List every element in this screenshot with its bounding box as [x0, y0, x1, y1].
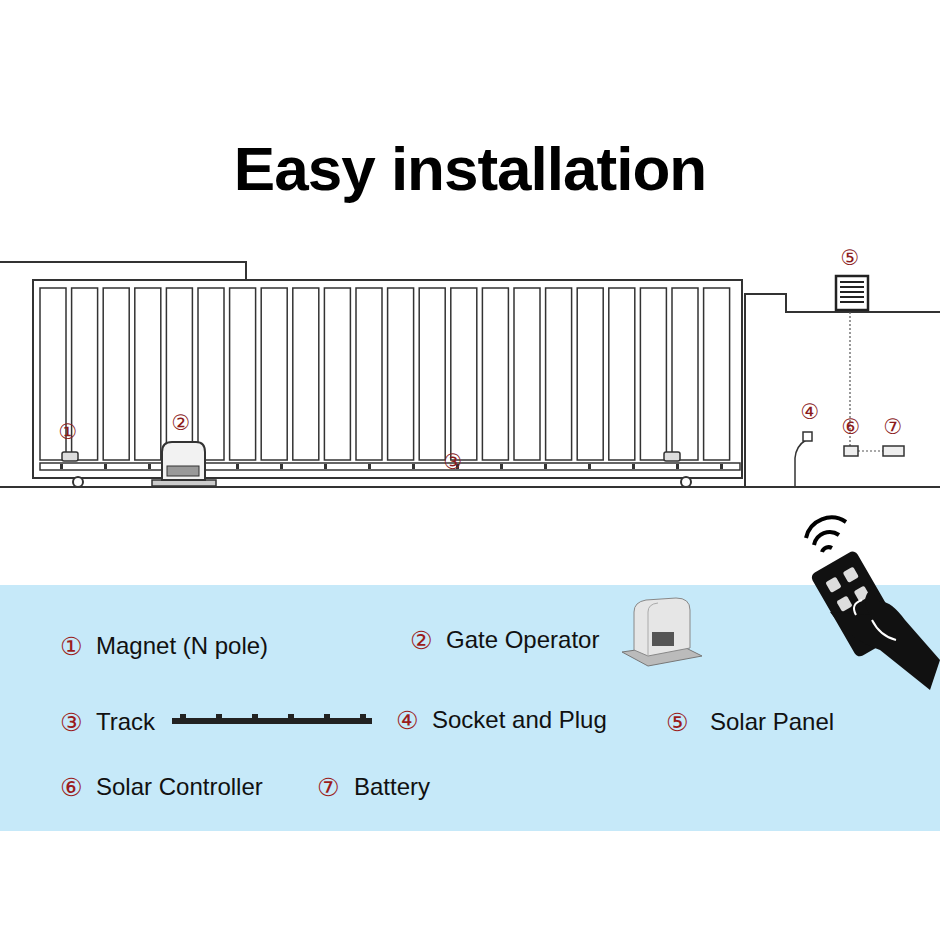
gate-wheel [73, 477, 83, 487]
gate-panel [166, 288, 192, 460]
track-tooth [288, 714, 294, 719]
socket-cable [795, 440, 806, 487]
part-name: Track [96, 710, 155, 734]
callout-number: ⑤ [841, 248, 860, 269]
track-tooth [180, 714, 186, 719]
part-name: Solar Controller [96, 775, 263, 799]
track-tooth [216, 714, 222, 719]
gate-panel [198, 288, 224, 460]
gate-operator [152, 442, 216, 486]
gate-panels [40, 288, 730, 460]
part-name: Solar Panel [710, 710, 834, 734]
gate-panel [230, 288, 256, 460]
track-tooth [280, 464, 283, 469]
track-tooth [252, 714, 258, 719]
operator-picture [622, 598, 702, 666]
track-tooth [676, 464, 679, 469]
track-tooth [412, 464, 415, 469]
legend-band [0, 585, 940, 831]
left-wall [0, 262, 246, 280]
track-tooth [632, 464, 635, 469]
track-tooth [148, 464, 151, 469]
magnet [62, 452, 78, 461]
track-tooth [544, 464, 547, 469]
legend-number: ③ [60, 710, 82, 735]
gate-panel [293, 288, 319, 460]
legend-number: ④ [396, 708, 418, 733]
legend-number: ② [410, 628, 432, 653]
gate-panel [419, 288, 445, 460]
track-tooth [368, 464, 371, 469]
track-tooth [720, 464, 723, 469]
legend-number: ⑦ [317, 775, 339, 800]
track-tooth [236, 464, 239, 469]
gate-panel [388, 288, 414, 460]
gate-panel [514, 288, 540, 460]
gear-track [40, 463, 740, 470]
part-name: Socket and Plug [432, 708, 607, 732]
gate-panel [672, 288, 698, 460]
track-tooth [104, 464, 107, 469]
right-wall [745, 294, 940, 487]
solar-controller [844, 446, 858, 456]
track-tooth [60, 464, 63, 469]
gate-panel [103, 288, 129, 460]
gate-panel [609, 288, 635, 460]
track-teeth [60, 464, 723, 469]
legend-number: ⑥ [60, 775, 82, 800]
magnet [664, 452, 680, 461]
solar-panel [836, 276, 868, 310]
callout-number: ⑦ [884, 417, 903, 438]
gate-panel [451, 288, 477, 460]
track-tooth [500, 464, 503, 469]
part-name: Battery [354, 775, 430, 799]
part-name: Gate Operator [446, 628, 599, 652]
battery-wire [858, 450, 883, 451]
remote-control [806, 518, 940, 690]
part-name: Magnet (N pole) [96, 634, 268, 658]
gate-panel [546, 288, 572, 460]
callout-number: ⑥ [842, 417, 861, 438]
gate-panel [356, 288, 382, 460]
ground-line [0, 486, 940, 488]
track-tooth [360, 714, 366, 719]
battery [883, 446, 904, 456]
legend-number: ① [60, 634, 82, 659]
gate-wheel [681, 477, 691, 487]
track-tooth [324, 464, 327, 469]
gate-frame [33, 280, 742, 478]
gate-panel [482, 288, 508, 460]
gate-panel [135, 288, 161, 460]
track-tooth [588, 464, 591, 469]
track-picture [172, 714, 372, 724]
title: Easy installation [0, 138, 940, 200]
track-tooth [324, 714, 330, 719]
callout-number: ① [59, 422, 78, 443]
callout-number: ③ [444, 452, 463, 473]
legend-number: ⑤ [666, 710, 688, 735]
callout-number: ④ [801, 402, 820, 423]
gate-panel [704, 288, 730, 460]
gate-panel [577, 288, 603, 460]
gate-panel [324, 288, 350, 460]
socket-plug [803, 432, 812, 441]
callout-number: ② [172, 413, 191, 434]
gate-panel [261, 288, 287, 460]
gate-panel [640, 288, 666, 460]
